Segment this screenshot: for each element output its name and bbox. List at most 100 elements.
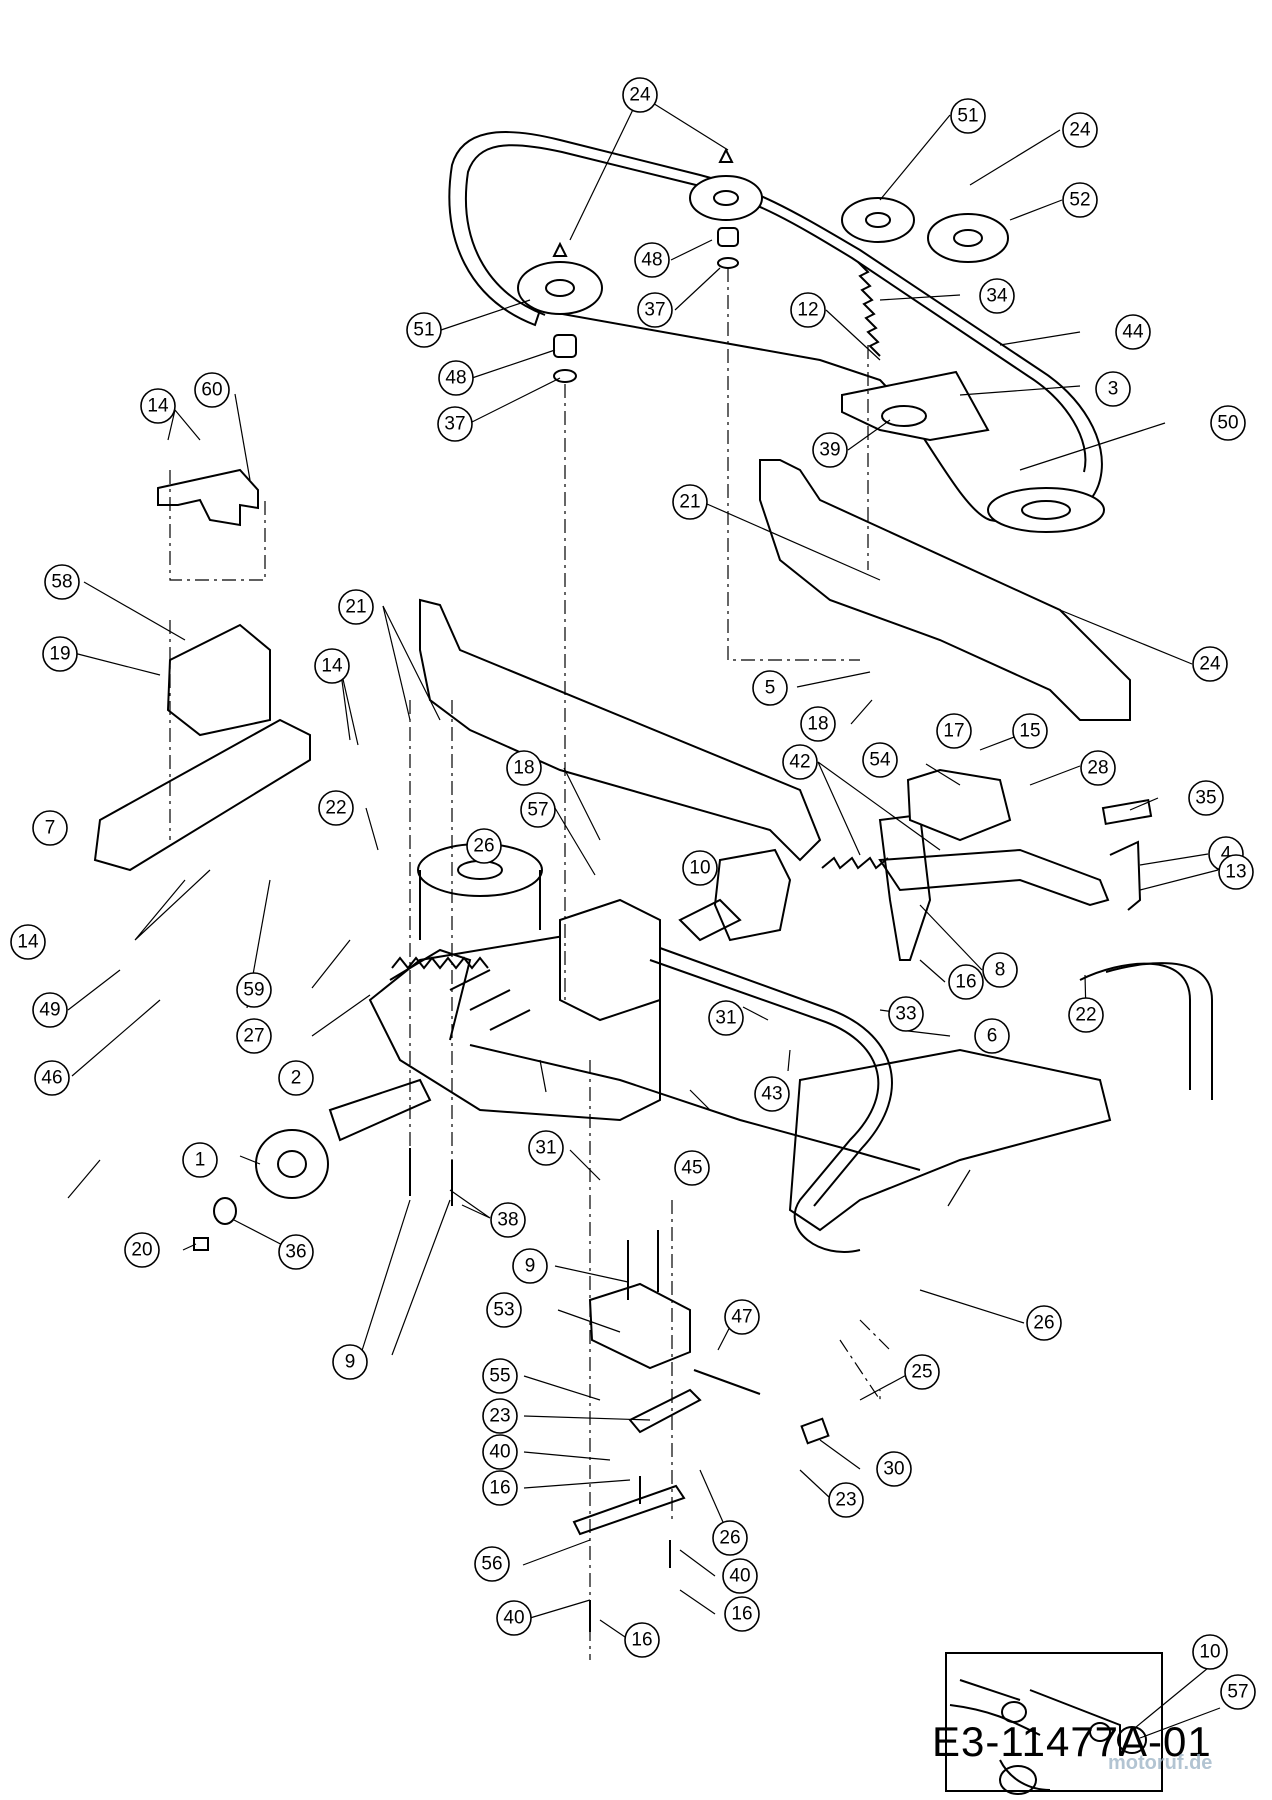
svg-text:40: 40 (729, 1566, 750, 1587)
callout-14-b: 14 (314, 648, 350, 684)
callout-33: 33 (888, 996, 924, 1032)
svg-text:22: 22 (325, 798, 346, 819)
svg-text:27: 27 (243, 1026, 264, 1047)
mounting-plate (588, 1282, 691, 1370)
callout-21-a: 21 (672, 484, 708, 520)
callout-58: 58 (44, 564, 80, 600)
flat-idler-pulley (927, 213, 1009, 263)
callout-20: 20 (124, 1232, 160, 1268)
brake-pedal-arm (1109, 840, 1142, 911)
svg-text:46: 46 (41, 1068, 62, 1089)
callout-40-b: 40 (722, 1558, 758, 1594)
callout-42: 42 (782, 744, 818, 780)
svg-text:35: 35 (1195, 788, 1216, 809)
callout-3: 3 (1095, 371, 1131, 407)
svg-text:58: 58 (51, 572, 72, 593)
svg-text:24: 24 (1199, 654, 1221, 675)
svg-text:24: 24 (1069, 120, 1091, 141)
svg-text:53: 53 (493, 1300, 514, 1321)
callout-16-b: 16 (482, 1470, 518, 1506)
svg-text:2: 2 (291, 1068, 302, 1089)
svg-text:18: 18 (807, 714, 828, 735)
svg-text:44: 44 (1122, 322, 1144, 343)
svg-text:7: 7 (45, 818, 56, 839)
svg-text:19: 19 (49, 644, 70, 665)
svg-text:40: 40 (503, 1608, 524, 1629)
callout-28: 28 (1080, 750, 1116, 786)
svg-text:1: 1 (195, 1150, 206, 1171)
svg-text:14: 14 (321, 656, 343, 677)
callout-55: 55 (482, 1358, 518, 1394)
callout-37-b: 37 (437, 406, 473, 442)
svg-text:8: 8 (995, 960, 1006, 981)
callout-57-a: 57 (520, 792, 556, 828)
svg-text:54: 54 (869, 750, 891, 771)
svg-text:16: 16 (489, 1478, 510, 1499)
top-left-bracket (157, 468, 259, 527)
svg-text:55: 55 (489, 1366, 510, 1387)
svg-text:24: 24 (629, 85, 651, 106)
callout-60: 60 (194, 372, 230, 408)
callout-59: 59 (236, 972, 272, 1008)
callout-19: 19 (42, 636, 78, 672)
callout-10-inset: 10 (1192, 1634, 1228, 1670)
callout-40-a: 40 (482, 1434, 518, 1470)
callout-7: 7 (32, 810, 68, 846)
idler-pulley-right (841, 197, 915, 243)
callout-22-a: 22 (318, 790, 354, 826)
callout-10-a: 10 (682, 850, 718, 886)
svg-text:51: 51 (957, 106, 978, 127)
drive-belt (448, 131, 1103, 525)
idler-pulley-upper (689, 147, 763, 221)
svg-text:14: 14 (147, 396, 169, 417)
connecting-rod (693, 1369, 761, 1395)
callout-47: 47 (724, 1299, 760, 1335)
svg-text:26: 26 (719, 1528, 740, 1549)
link-plate (628, 1388, 702, 1434)
callout-23-a: 23 (482, 1398, 518, 1434)
frame-rail-left (419, 598, 822, 862)
svg-text:57: 57 (527, 800, 548, 821)
wheel-hub (255, 1129, 329, 1199)
callout-25: 25 (904, 1354, 940, 1390)
svg-text:26: 26 (473, 836, 494, 857)
callout-24-a: 24 (622, 77, 658, 113)
callout-14-a: 14 (140, 388, 176, 424)
svg-text:31: 31 (535, 1138, 556, 1159)
callout-53: 53 (486, 1292, 522, 1328)
svg-text:45: 45 (681, 1158, 702, 1179)
callout-38: 38 (490, 1202, 526, 1238)
callout-34: 34 (979, 278, 1015, 314)
svg-text:20: 20 (131, 1240, 152, 1261)
callout-16-c: 16 (724, 1596, 760, 1632)
svg-text:48: 48 (445, 368, 466, 389)
callout-2: 2 (278, 1060, 314, 1096)
callout-35: 35 (1188, 780, 1224, 816)
return-spring (821, 856, 889, 870)
callout-49: 49 (32, 992, 68, 1028)
engine-pulley-right (987, 487, 1105, 533)
svg-text:34: 34 (986, 286, 1008, 307)
svg-text:49: 49 (39, 1000, 60, 1021)
svg-text:40: 40 (489, 1442, 510, 1463)
callout-14-c: 14 (10, 924, 46, 960)
svg-text:4: 4 (1221, 844, 1232, 865)
svg-text:57: 57 (1227, 1682, 1248, 1703)
svg-text:39: 39 (819, 440, 840, 461)
svg-text:17: 17 (943, 721, 964, 742)
svg-text:43: 43 (761, 1084, 782, 1105)
lower-link-plate (572, 1484, 686, 1536)
callout-26-c: 26 (712, 1520, 748, 1556)
svg-text:38: 38 (497, 1210, 518, 1231)
callout-40-c: 40 (496, 1600, 532, 1636)
svg-text:37: 37 (444, 414, 465, 435)
callout-26-a: 26 (466, 828, 502, 864)
callout-52: 52 (1062, 182, 1098, 218)
callout-23-b: 23 (828, 1482, 864, 1518)
svg-text:28: 28 (1087, 758, 1108, 779)
washer-top (717, 257, 739, 269)
callout-17: 17 (936, 713, 972, 749)
callout-24-b: 24 (1062, 112, 1098, 148)
shift-rod (469, 1044, 921, 1171)
hub-bolt (193, 1237, 209, 1251)
